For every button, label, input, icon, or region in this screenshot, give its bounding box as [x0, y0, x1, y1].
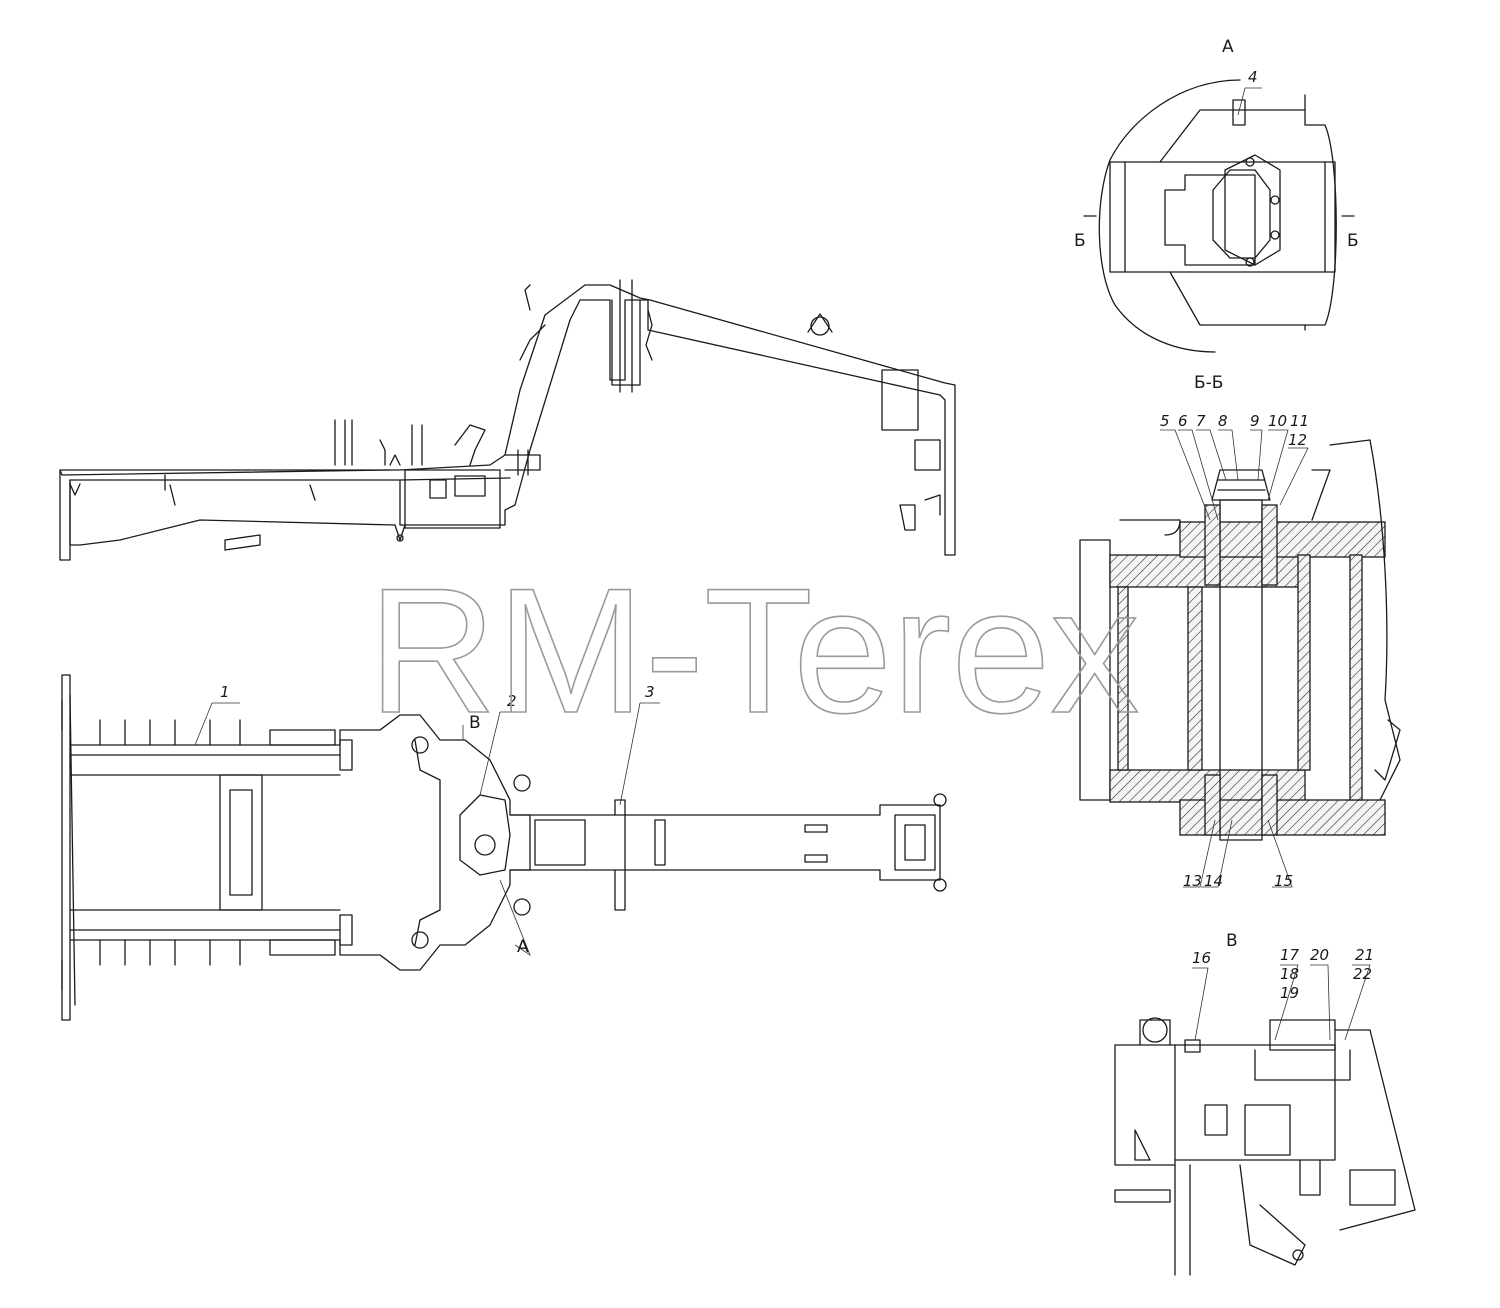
callout-18: 18 — [1280, 965, 1299, 983]
callout-21: 21 — [1355, 946, 1374, 964]
callout-20: 20 — [1310, 946, 1329, 964]
view-v-title: В — [1226, 931, 1238, 951]
callout-16: 16 — [1192, 949, 1211, 967]
view-a-title: А — [1222, 37, 1234, 57]
callout-14: 14 — [1204, 872, 1223, 890]
side-view-frame — [59, 279, 956, 561]
view-v-detail — [1114, 1017, 1416, 1276]
callout-19: 19 — [1280, 984, 1299, 1002]
section-b-b-title: Б-Б — [1194, 373, 1223, 393]
plan-view-frame — [61, 674, 947, 1021]
leader-lines — [194, 87, 1371, 1041]
callout-3: 3 — [645, 683, 655, 701]
callout-6: 6 — [1178, 412, 1188, 430]
callout-9: 9 — [1250, 412, 1260, 430]
callout-11: 11 — [1290, 412, 1309, 430]
callout-22: 22 — [1353, 965, 1372, 983]
callout-1: 1 — [220, 683, 230, 701]
view-labels: А Б-Б В Б Б А В — [469, 37, 1359, 957]
callout-13: 13 — [1183, 872, 1202, 890]
callout-7: 7 — [1196, 412, 1206, 430]
view-a-detail — [1083, 79, 1355, 353]
arrow-v-label: В — [469, 713, 481, 733]
section-b-b-detail — [1079, 439, 1401, 841]
arrow-a-label: А — [517, 937, 529, 957]
section-mark-right: Б — [1347, 231, 1359, 251]
callout-4: 4 — [1248, 68, 1258, 86]
callout-10: 10 — [1268, 412, 1287, 430]
callout-8: 8 — [1218, 412, 1228, 430]
callout-2: 2 — [507, 692, 517, 710]
callout-labels: 1 2 3 4 5 6 7 8 9 10 11 12 13 14 15 16 1… — [220, 68, 1374, 1002]
callout-5: 5 — [1160, 412, 1170, 430]
callout-17: 17 — [1280, 946, 1300, 964]
watermark: RM-Terex — [368, 551, 1139, 750]
callout-12: 12 — [1288, 431, 1307, 449]
section-mark-left: Б — [1074, 231, 1086, 251]
callout-15: 15 — [1274, 872, 1293, 890]
